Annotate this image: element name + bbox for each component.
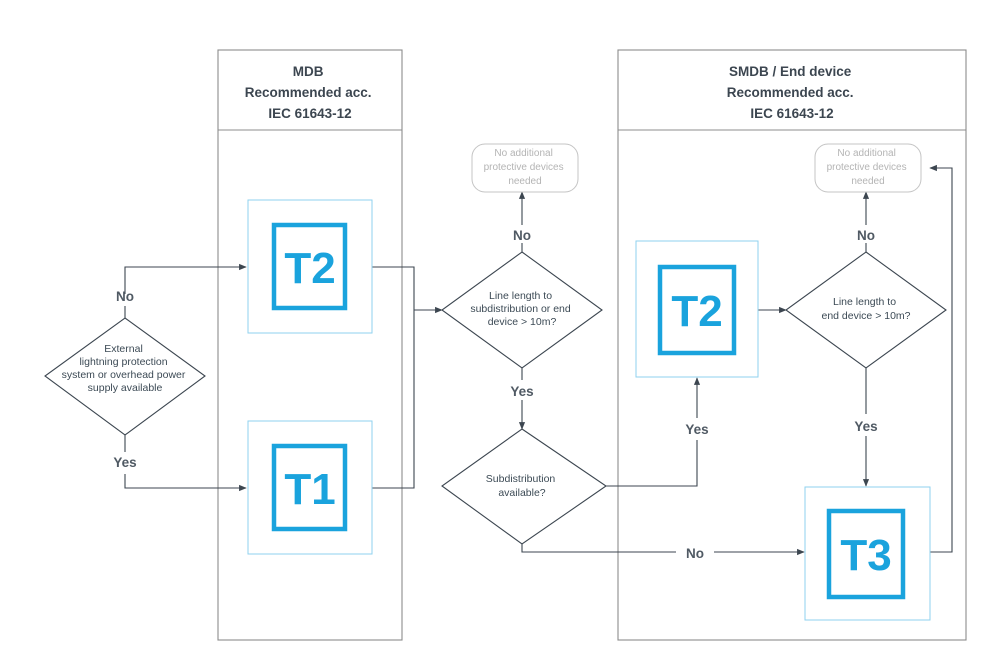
mdb-column: MDB Recommended acc. IEC 61643-12: [217, 49, 403, 641]
decision-line-length-end-device: Line length to end device > 10m?: [785, 251, 947, 369]
decision-subdistribution-label: Subdistribution available?: [486, 473, 558, 499]
label-no-line-sub: No: [513, 228, 531, 243]
edge-t3-to-no-additional: [929, 164, 953, 553]
decision-line-length-subdistribution-label: Line length to subdistribution or end de…: [470, 290, 573, 328]
edge-t1-merge: [372, 310, 415, 489]
label-yes-line-end: Yes: [854, 419, 877, 434]
edge-no-external: [124, 263, 247, 294]
smdb-column: SMDB / End device Recommended acc. IEC 6…: [617, 49, 967, 641]
device-t3-smdb: T3: [804, 486, 931, 621]
edge-t2-merge: [372, 266, 415, 310]
label-no-subdistribution: No: [686, 546, 704, 561]
edge-no-subdistribution: [521, 544, 676, 553]
edge-labels: No Yes No Yes Yes No No Yes: [113, 228, 877, 561]
label-no-external: No: [116, 289, 134, 304]
decision-subdistribution: Subdistribution available?: [441, 428, 607, 545]
connectors: [124, 164, 953, 556]
smdb-column-title: SMDB / End device Recommended acc. IEC 6…: [727, 64, 858, 121]
device-t2-mdb-label: T2: [284, 244, 335, 293]
device-t2-smdb-label: T2: [671, 287, 722, 336]
decision-external-label: External lightning protection system or …: [62, 343, 189, 394]
edge-yes-external: [124, 474, 247, 492]
terminal-no-additional-devices-2-label: No additional protective devices needed: [827, 148, 910, 187]
terminal-no-additional-devices-2: No additional protective devices needed: [814, 143, 922, 193]
device-t3-smdb-label: T3: [840, 531, 891, 580]
label-yes-subdistribution: Yes: [685, 422, 708, 437]
terminal-no-additional-devices-1-label: No additional protective devices needed: [484, 148, 567, 187]
device-t2-smdb: T2: [635, 240, 759, 378]
device-t2-mdb: T2: [247, 199, 373, 334]
terminal-no-additional-devices-1: No additional protective devices needed: [471, 143, 579, 193]
decision-external: External lightning protection system or …: [44, 317, 206, 436]
edge-yes-subdistribution: [606, 440, 698, 487]
label-yes-line-sub: Yes: [510, 384, 533, 399]
label-no-line-end: No: [857, 228, 875, 243]
label-yes-external: Yes: [113, 455, 136, 470]
decision-line-length-end-device-label: Line length to end device > 10m?: [821, 296, 910, 322]
device-t1-mdb-label: T1: [284, 465, 335, 514]
decision-line-length-subdistribution: Line length to subdistribution or end de…: [441, 251, 603, 369]
device-t1-mdb: T1: [247, 420, 373, 555]
mdb-column-title: MDB Recommended acc. IEC 61643-12: [245, 64, 376, 121]
